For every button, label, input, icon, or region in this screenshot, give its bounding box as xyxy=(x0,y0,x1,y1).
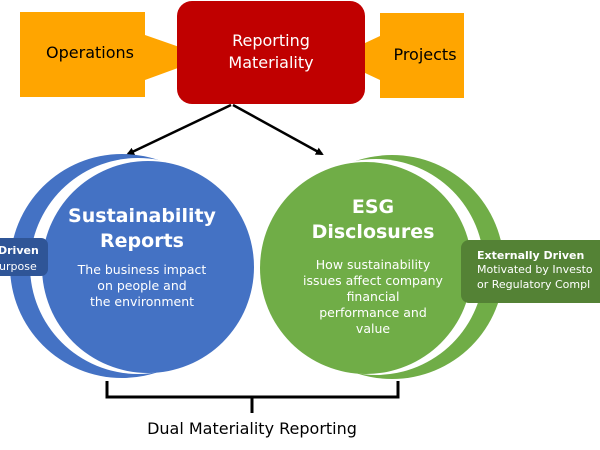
reporting-materiality-line2: Materiality xyxy=(228,53,313,72)
left-tag-sub: urpose xyxy=(0,260,37,273)
esg-desc-1: How sustainability xyxy=(316,257,431,272)
esg-desc-4: performance and xyxy=(319,305,427,320)
projects-callout xyxy=(333,13,464,98)
dual-materiality-label: Dual Materiality Reporting xyxy=(147,419,357,438)
reporting-materiality-line1: Reporting xyxy=(232,31,310,50)
esg-title-2: Disclosures xyxy=(312,221,435,243)
esg-desc-2: issues affect company xyxy=(303,273,444,288)
dual-materiality-bracket xyxy=(105,381,400,413)
sustainability-desc-2: on people and xyxy=(97,278,186,293)
operations-callout xyxy=(20,12,208,97)
sustainability-title-1: Sustainability xyxy=(68,205,217,227)
arrow-to-sustainability xyxy=(126,103,232,156)
esg-desc-3: financial xyxy=(347,289,400,304)
projects-label: Projects xyxy=(393,45,456,64)
sustainability-desc-3: the environment xyxy=(90,294,194,309)
arrow-to-esg xyxy=(232,103,324,156)
left-tag-title: Driven xyxy=(0,244,39,257)
internally-driven-tag xyxy=(0,238,48,276)
right-tag-title: Externally Driven xyxy=(477,249,584,262)
reporting-materiality-box xyxy=(177,1,365,104)
sustainability-circle xyxy=(42,161,254,373)
esg-circle xyxy=(260,162,472,374)
sustainability-desc-1: The business impact xyxy=(77,262,207,277)
sustainability-title-2: Reports xyxy=(100,230,184,252)
externally-driven-tag xyxy=(461,240,600,303)
right-tag-line1: Motivated by Investo xyxy=(477,263,593,276)
esg-title-1: ESG xyxy=(352,196,394,218)
right-tag-line2: or Regulatory Compl xyxy=(477,278,590,291)
esg-desc-5: value xyxy=(356,321,390,336)
operations-label: Operations xyxy=(46,43,134,62)
